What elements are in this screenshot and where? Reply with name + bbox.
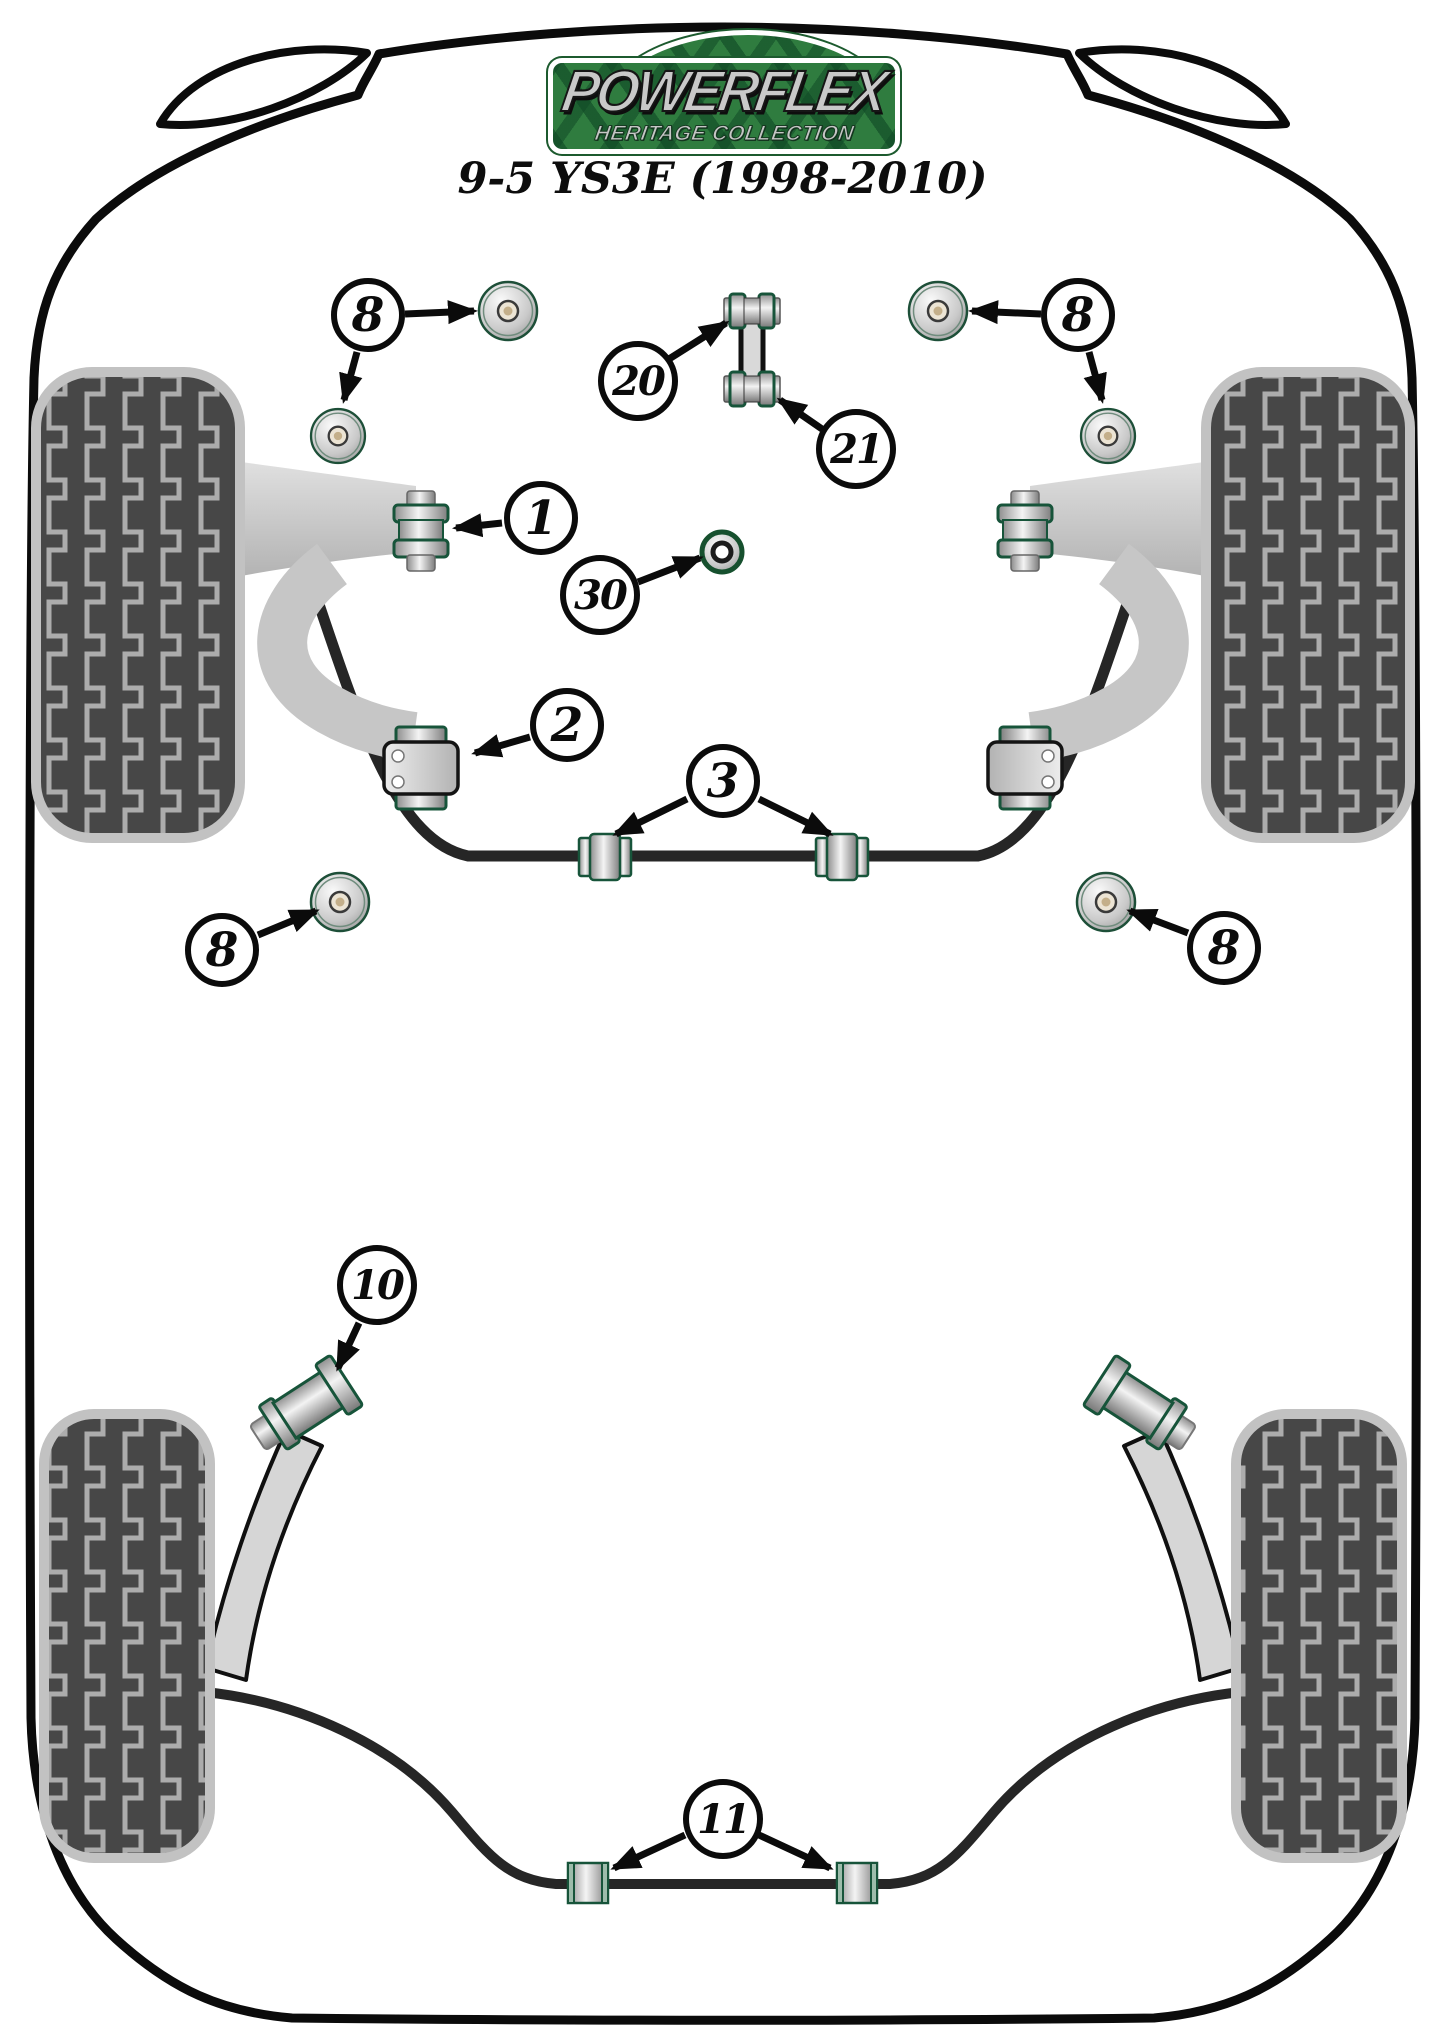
callout-21[interactable]: 21 <box>816 409 896 489</box>
tire-rear-right <box>1231 1409 1407 1863</box>
callout-8-front-left[interactable]: 8 <box>331 278 405 352</box>
callout-label: 2 <box>550 697 584 753</box>
callout-label: 8 <box>205 922 239 978</box>
callout-20[interactable]: 20 <box>598 341 678 421</box>
callout-30[interactable]: 30 <box>560 555 640 635</box>
callout-11[interactable]: 11 <box>683 1779 763 1859</box>
callout-label: 8 <box>1061 287 1095 343</box>
front-arm-rear-bushing-left <box>382 725 460 811</box>
subframe-washer-front-left-lower <box>309 407 367 465</box>
engine-mount-link <box>722 292 782 408</box>
rear-arb-bushing-right <box>835 1861 879 1905</box>
callout-label: 20 <box>612 357 666 405</box>
callout-3[interactable]: 3 <box>686 744 760 818</box>
subframe-washer-front-right-upper <box>907 280 969 342</box>
callout-1[interactable]: 1 <box>504 481 578 555</box>
logo-brand-text: POWERFLEX <box>557 57 891 125</box>
callout-label: 8 <box>351 287 385 343</box>
logo-plate-shape <box>548 58 900 154</box>
callout-10[interactable]: 10 <box>337 1245 417 1325</box>
callout-8-rear-right[interactable]: 8 <box>1187 911 1261 985</box>
logo-collection-text: HERITAGE COLLECTION <box>592 122 856 146</box>
anti-roll-bar-rear <box>204 1687 1242 1889</box>
rear-arb-bushing-left <box>566 1861 610 1905</box>
front-arb-bushing-right <box>814 832 870 882</box>
callout-8-rear-left[interactable]: 8 <box>185 913 259 987</box>
subframe-washer-front-left-upper <box>477 280 539 342</box>
callout-label: 21 <box>830 425 884 473</box>
anti-roll-bar-front <box>294 546 1152 862</box>
washer-ring-item-30 <box>702 532 742 572</box>
subframe-washer-rear-right <box>1075 871 1137 933</box>
callout-label: 3 <box>706 753 740 809</box>
tire-front-right <box>1201 367 1415 843</box>
callout-2[interactable]: 2 <box>530 688 604 762</box>
callout-8-front-right[interactable]: 8 <box>1041 278 1115 352</box>
model-title: 9-5 YS3E (1998-2010) <box>457 154 988 204</box>
callout-label: 10 <box>351 1261 405 1309</box>
callout-label: 11 <box>697 1795 751 1843</box>
tire-front-left <box>31 367 245 843</box>
subframe-washer-rear-left <box>309 871 371 933</box>
front-arb-bushing-left <box>577 832 633 882</box>
subframe-washer-front-right-lower <box>1079 407 1137 465</box>
callout-label: 30 <box>574 571 628 619</box>
callout-arrows <box>256 300 1190 1872</box>
tire-rear-left <box>39 1409 215 1863</box>
front-arm-rear-bushing-right <box>986 725 1064 811</box>
callout-label: 8 <box>1207 920 1241 976</box>
callout-label: 1 <box>524 490 558 546</box>
